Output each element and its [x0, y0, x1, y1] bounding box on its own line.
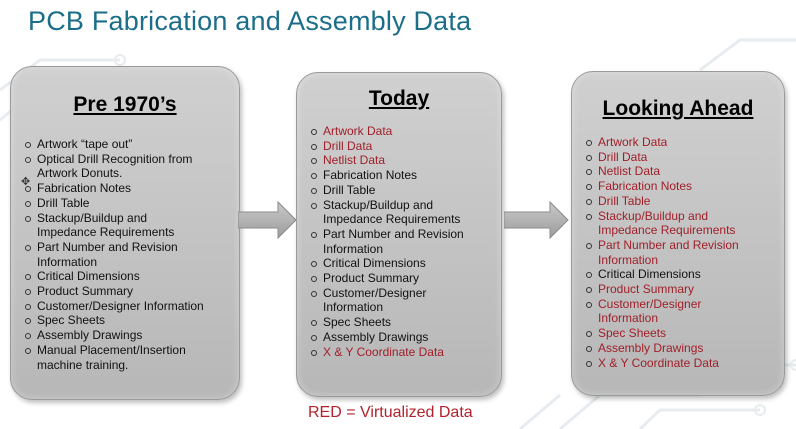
list-item-continuation: Information: [598, 252, 659, 267]
legend-virtualized: RED = Virtualized Data: [308, 404, 473, 421]
list-item: Customer/Designer: [584, 297, 784, 312]
list-item: X & Y Coordinate Data: [309, 345, 501, 360]
list-item-continuation: Information: [323, 300, 384, 315]
list-item: X & Y Coordinate Data: [584, 356, 784, 371]
list-item-continuation: Artwork Donuts.: [37, 166, 123, 181]
list-item-continuation: Information: [598, 311, 659, 326]
list-item-continuation: Information: [37, 254, 98, 269]
list-item: Product Summary: [23, 284, 239, 299]
column-heading: Pre 1970’s: [73, 93, 177, 116]
list-item: Drill Table: [23, 196, 239, 211]
list-item: Customer/Designer Information: [23, 299, 239, 314]
list-item: Critical Dimensions: [23, 269, 239, 284]
list-item: Artwork Data: [309, 124, 501, 139]
list-item: Netlist Data: [309, 153, 501, 168]
list-item-continuation: machine training.: [37, 357, 129, 372]
list-item: Part Number and Revision: [23, 240, 239, 255]
list-item-continuation: Information: [323, 241, 384, 256]
list-item-continuation: Impedance Requirements: [37, 225, 175, 240]
list-item-continuation: Impedance Requirements: [323, 212, 461, 227]
right-arrow-icon: [238, 200, 297, 240]
list-item: Customer/Designer: [309, 286, 501, 301]
list-item: Spec Sheets: [584, 326, 784, 341]
column-heading: Today: [368, 87, 430, 110]
list-item: Manual Placement/Insertion: [23, 343, 239, 358]
list-item: Spec Sheets: [23, 313, 239, 328]
list-item: Fabrication Notes: [23, 181, 239, 196]
list-item: Drill Data: [584, 150, 784, 165]
right-arrow-icon: [504, 200, 569, 240]
move-cursor-icon: ✥: [21, 176, 31, 188]
column-heading: Looking Ahead: [602, 97, 754, 120]
list-item: Product Summary: [309, 271, 501, 286]
list-item: Assembly Drawings: [309, 330, 501, 345]
list-item: Netlist Data: [584, 164, 784, 179]
list-item: Artwork “tape out”: [23, 137, 239, 152]
list-item: Stackup/Buildup and: [309, 198, 501, 213]
list-item: Drill Table: [584, 194, 784, 209]
list-item: Critical Dimensions: [309, 256, 501, 271]
page-title: PCB Fabrication and Assembly Data: [28, 6, 472, 36]
list-item: Stackup/Buildup and: [584, 209, 784, 224]
list-item: Critical Dimensions: [584, 267, 784, 282]
list-item: Drill Data: [309, 139, 501, 154]
list-item: Product Summary: [584, 282, 784, 297]
list-item: Fabrication Notes: [309, 168, 501, 183]
list-item: Drill Table: [309, 183, 501, 198]
column-pre-1970s: Pre 1970’s Artwork “tape out”Optical Dri…: [10, 66, 240, 400]
list-item: Spec Sheets: [309, 315, 501, 330]
list-item: Fabrication Notes: [584, 179, 784, 194]
list-item: Part Number and Revision: [309, 227, 501, 242]
list-item: Part Number and Revision: [584, 238, 784, 253]
item-list: Artwork “tape out”Optical Drill Recognit…: [11, 137, 239, 372]
list-item: Optical Drill Recognition from: [23, 152, 239, 167]
list-item-continuation: Impedance Requirements: [598, 223, 736, 238]
list-item: Assembly Drawings: [23, 328, 239, 343]
list-item: Artwork Data: [584, 135, 784, 150]
list-item: Stackup/Buildup and: [23, 211, 239, 226]
list-item: Assembly Drawings: [584, 341, 784, 356]
